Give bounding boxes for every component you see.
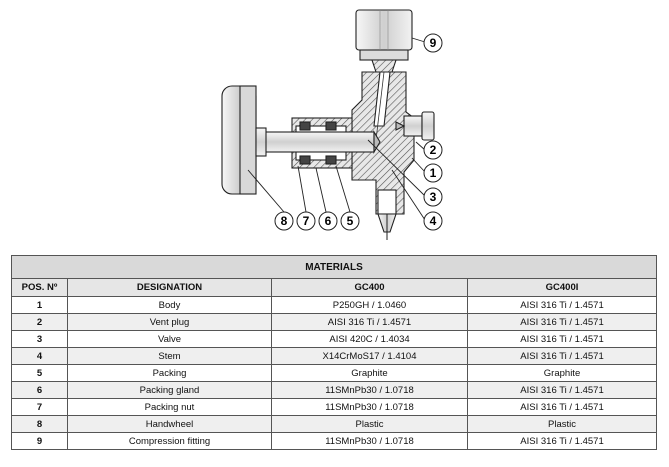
compression-fitting: [355, 9, 413, 73]
leader-lines: [247, 37, 426, 221]
row-designation: Body: [67, 296, 272, 314]
row-designation: Packing nut: [67, 398, 272, 416]
table-row: 3 Valve AISI 420C / 1.4034 AISI 316 Ti /…: [11, 330, 658, 348]
header-designation: DESIGNATION: [67, 278, 272, 297]
row-designation: Handwheel: [67, 415, 272, 433]
header-gc400: GC400: [271, 278, 468, 297]
row-gc400: AISI 316 Ti / 1.4571: [271, 313, 468, 331]
table-row: 1 Body P250GH / 1.0460 AISI 316 Ti / 1.4…: [11, 296, 658, 314]
row-designation: Packing: [67, 364, 272, 382]
header-pos: POS. Nº: [11, 278, 68, 297]
materials-table-title: MATERIALS: [10, 255, 658, 279]
svg-text:3: 3: [430, 190, 437, 204]
svg-text:7: 7: [303, 214, 310, 228]
row-gc400: 11SMnPb30 / 1.0718: [271, 432, 468, 450]
row-gc400i: Graphite: [466, 364, 658, 382]
callouts: 9 2 1 3 4 8 7 6: [274, 33, 443, 231]
svg-text:8: 8: [281, 214, 288, 228]
svg-text:5: 5: [347, 214, 354, 228]
callout-6: 6: [318, 211, 338, 231]
row-designation: Valve: [67, 330, 272, 348]
row-gc400i: Plastic: [466, 415, 658, 433]
svg-text:9: 9: [430, 36, 437, 50]
row-pos: 7: [11, 398, 68, 416]
valve-assembly-drawing: 9 2 1 3 4 8 7 6: [221, 9, 443, 240]
row-pos: 1: [11, 296, 68, 314]
row-pos: 8: [11, 415, 68, 433]
row-gc400: 11SMnPb30 / 1.0718: [271, 381, 468, 399]
row-designation: Vent plug: [67, 313, 272, 331]
table-row: 8 Handwheel Plastic Plastic: [11, 415, 658, 433]
row-gc400i: AISI 316 Ti / 1.4571: [466, 398, 658, 416]
row-pos: 5: [11, 364, 68, 382]
handwheel: [221, 85, 267, 195]
svg-text:1: 1: [430, 166, 437, 180]
row-gc400i: AISI 316 Ti / 1.4571: [466, 330, 658, 348]
row-designation: Compression fitting: [67, 432, 272, 450]
row-gc400: Graphite: [271, 364, 468, 382]
callout-4: 4: [423, 211, 443, 231]
row-gc400i: AISI 316 Ti / 1.4571: [466, 313, 658, 331]
row-gc400: X14CrMoS17 / 1.4104: [271, 347, 468, 365]
row-gc400i: AISI 316 Ti / 1.4571: [466, 347, 658, 365]
callout-5: 5: [340, 211, 360, 231]
row-gc400: AISI 420C / 1.4034: [271, 330, 468, 348]
materials-header-row: POS. Nº DESIGNATION GC400 GC400I: [11, 278, 658, 297]
svg-text:2: 2: [430, 143, 437, 157]
row-gc400: 11SMnPb30 / 1.0718: [271, 398, 468, 416]
svg-text:4: 4: [430, 214, 437, 228]
table-row: 2 Vent plug AISI 316 Ti / 1.4571 AISI 31…: [11, 313, 658, 331]
row-designation: Packing gland: [67, 381, 272, 399]
callout-2: 2: [423, 140, 443, 160]
callout-1: 1: [423, 163, 443, 183]
row-gc400i: AISI 316 Ti / 1.4571: [466, 296, 658, 314]
row-pos: 3: [11, 330, 68, 348]
callout-7: 7: [296, 211, 316, 231]
row-gc400: Plastic: [271, 415, 468, 433]
row-pos: 6: [11, 381, 68, 399]
row-designation: Stem: [67, 347, 272, 365]
table-row: 5 Packing Graphite Graphite: [11, 364, 658, 382]
vent-plug: [395, 111, 435, 141]
svg-text:6: 6: [325, 214, 332, 228]
stem: [253, 130, 381, 154]
table-row: 7 Packing nut 11SMnPb30 / 1.0718 AISI 31…: [11, 398, 658, 416]
callout-8: 8: [274, 211, 294, 231]
row-pos: 9: [11, 432, 68, 450]
row-gc400: P250GH / 1.0460: [271, 296, 468, 314]
table-row: 9 Compression fitting 11SMnPb30 / 1.0718…: [11, 432, 658, 450]
row-pos: 4: [11, 347, 68, 365]
table-row: 6 Packing gland 11SMnPb30 / 1.0718 AISI …: [11, 381, 658, 399]
row-gc400i: AISI 316 Ti / 1.4571: [466, 432, 658, 450]
callout-9: 9: [423, 33, 443, 53]
materials-table: MATERIALS POS. Nº DESIGNATION GC400 GC40…: [10, 255, 658, 450]
valve-body: [351, 71, 415, 240]
row-pos: 2: [11, 313, 68, 331]
callout-3: 3: [423, 187, 443, 207]
header-gc400i: GC400I: [466, 278, 658, 297]
table-row: 4 Stem X14CrMoS17 / 1.4104 AISI 316 Ti /…: [11, 347, 658, 365]
row-gc400i: AISI 316 Ti / 1.4571: [466, 381, 658, 399]
